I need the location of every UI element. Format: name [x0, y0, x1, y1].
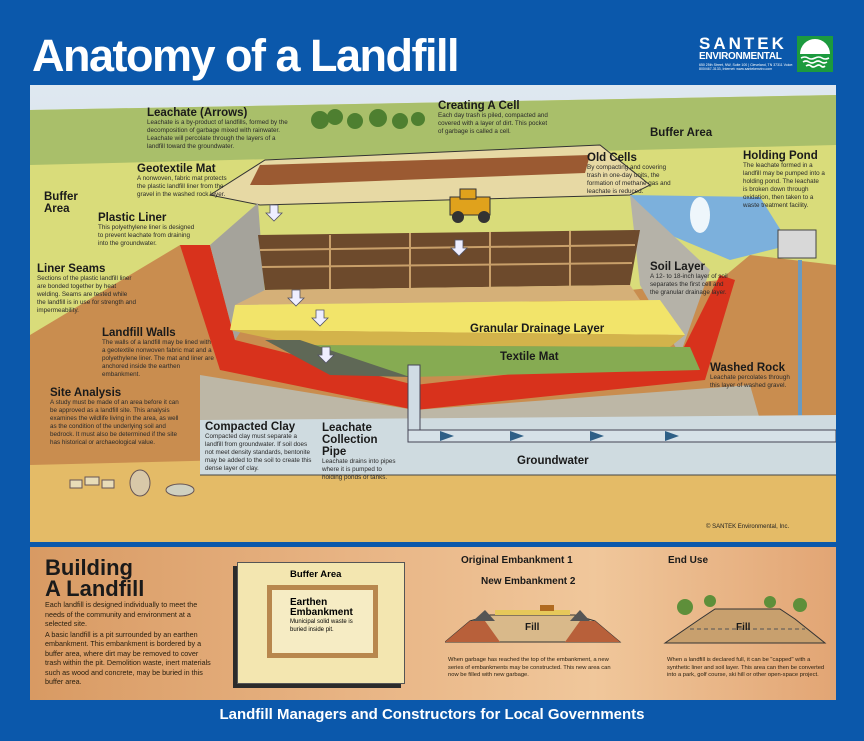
label-text: By compacting and covering trash in one-…	[587, 164, 671, 195]
building-a-landfill-section: Building A Landfill Each landfill is des…	[30, 547, 836, 700]
plan-emb-2: Embankment	[290, 607, 353, 618]
logo-name: SANTEK	[699, 34, 787, 53]
logo-sub: ENVIRONMENTAL	[699, 51, 782, 62]
label-title: Plastic Liner	[98, 212, 167, 224]
label-text: A 12- to 18-inch layer of soil separates…	[650, 273, 728, 296]
label-title: Holding Pond	[743, 150, 818, 162]
label-title: Compacted Clay	[205, 421, 296, 433]
label-leachate: Leachate (Arrows)Leachate is a by-produc…	[147, 107, 292, 151]
label-text: Fill	[525, 622, 540, 633]
sun-wave-icon	[797, 36, 833, 72]
label-text: A study must be made of an area before i…	[50, 399, 179, 446]
end-use-caption: When a landfill is declared full, it can…	[667, 657, 825, 678]
plan-emb-1: Earthen	[290, 597, 328, 608]
label-text: Sections of the plastic landfill liner a…	[37, 275, 137, 314]
building-title-2: A Landfill	[45, 576, 145, 601]
label-title: Geotextile Mat	[137, 163, 216, 175]
label-buffer-area-right: Buffer Area	[650, 127, 712, 139]
label-text: The walls of a landfill may be lined wit…	[102, 339, 214, 378]
embankment-diagram	[445, 605, 622, 643]
label-text: Leachate percolates through this layer o…	[710, 374, 790, 389]
label-title: Buffer Area	[44, 191, 78, 215]
end-use-label: End Use	[668, 555, 708, 566]
landfill-cross-section	[30, 85, 836, 542]
label-textile-mat: Textile Mat	[500, 351, 559, 363]
building-p1: Each landfill is designed individually t…	[45, 600, 198, 628]
embankment-caption: When garbage has reached the top of the …	[448, 657, 611, 678]
label-text: A nonwoven, fabric mat protects the plas…	[137, 175, 227, 198]
label-buffer-area-left: Buffer Area	[44, 191, 88, 215]
label-text: The leachate formed in a landfill may be…	[743, 162, 825, 209]
label-title: Washed Rock	[710, 362, 785, 374]
santek-logo: SANTEK ENVIRONMENTAL 650 25th Street, NW…	[697, 34, 837, 76]
label-title: Old Cells	[587, 152, 637, 164]
label-text: Leachate is a by-product of landfills, f…	[147, 119, 288, 150]
label-title: Groundwater	[517, 455, 589, 467]
label-text: Each day trash is piled, compacted and c…	[438, 112, 548, 135]
logo-address: 650 25th Street, NW, Suite 100 | Clevela…	[699, 63, 794, 71]
label-title: Textile Mat	[500, 351, 559, 363]
plan-text: Municipal solid waste is buried inside p…	[290, 619, 353, 633]
footer-tagline: Landfill Managers and Constructors for L…	[219, 706, 645, 723]
copyright: © SANTEK Environmental, Inc.	[706, 524, 790, 530]
page-title: Anatomy of a Landfill	[32, 30, 460, 81]
label-title: Creating A Cell	[438, 100, 520, 112]
bulldozer-icon	[449, 188, 491, 223]
label-text: Leachate drains into pipes where it is p…	[322, 458, 396, 481]
fill-label-1: Fill	[525, 622, 539, 633]
label-title: Landfill Walls	[102, 327, 176, 339]
label-granular-drainage-layer: Granular Drainage Layer	[470, 323, 604, 335]
label-text: This polyethylene liner is designed to p…	[98, 224, 195, 247]
fill-label-2: Fill	[736, 622, 750, 633]
label-title: Site Analysis	[50, 387, 122, 399]
building-intro: Building A Landfill Each landfill is des…	[45, 557, 215, 687]
label-text: Compacted clay must separate a landfill …	[205, 433, 312, 472]
plan-buffer-area: Buffer Area	[290, 569, 342, 580]
label-text: New Embankment 2	[481, 576, 576, 587]
new-embankment-label: New Embankment 2	[481, 576, 575, 587]
building-title-1: Building	[45, 555, 133, 580]
label-text: Fill	[736, 622, 751, 633]
label-title: Soil Layer	[650, 261, 705, 273]
end-use-diagram	[663, 595, 827, 644]
label-text: Original Embankment 1	[461, 555, 573, 566]
landfill-illustration: Leachate (Arrows)Leachate is a by-produc…	[30, 85, 836, 542]
label-title: Liner Seams	[37, 263, 106, 275]
label-title: Buffer Area	[650, 127, 713, 139]
orig-embankment-label: Original Embankment 1	[461, 555, 573, 566]
building-p2: A basic landfill is a pit surrounded by …	[45, 629, 211, 687]
trees	[311, 109, 425, 129]
label-groundwater: Groundwater	[517, 455, 589, 467]
label-text: End Use	[668, 555, 709, 566]
label-title: Leachate Collection Pipe	[322, 422, 378, 458]
label-title: Granular Drainage Layer	[470, 323, 605, 335]
label-title: Leachate (Arrows)	[147, 107, 248, 119]
